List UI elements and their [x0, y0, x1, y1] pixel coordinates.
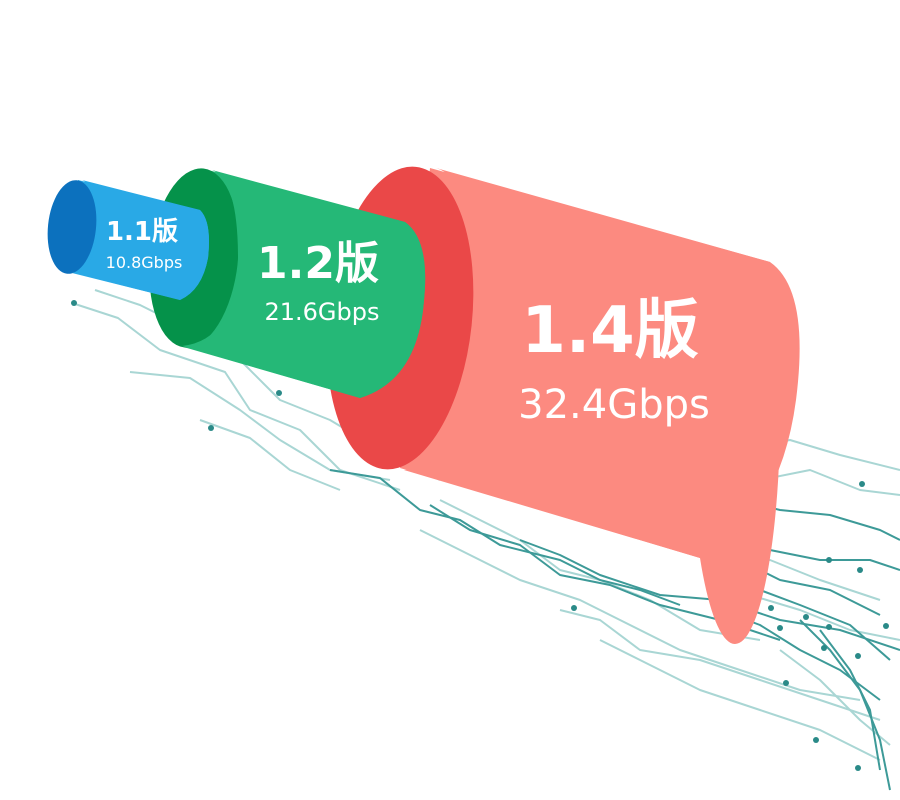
circuit-dots	[71, 300, 889, 771]
cylinder-v11: 1.1版 10.8Gbps	[47, 180, 209, 300]
cylinder-v11-end-face	[47, 180, 97, 274]
cylinder-v12-speed-label: 21.6Gbps	[264, 298, 379, 326]
circuit-traces	[71, 289, 900, 791]
cylinder-v11-version-label: 1.1版	[106, 217, 178, 247]
cylinder-v12-version-label: 1.2版	[257, 238, 379, 289]
cylinder-v14-speed-label: 32.4Gbps	[518, 382, 710, 428]
cylinder-v11-body-front	[72, 180, 209, 300]
cylinder-v12-body-front	[182, 170, 426, 398]
cylinder-v11-speed-label: 10.8Gbps	[106, 253, 183, 272]
cylinder-v14: 1.4版 32.4Gbps	[326, 166, 800, 644]
cylinder-v14-version-label: 1.4版	[521, 294, 698, 368]
cylinder-v14-body-front	[404, 168, 800, 558]
